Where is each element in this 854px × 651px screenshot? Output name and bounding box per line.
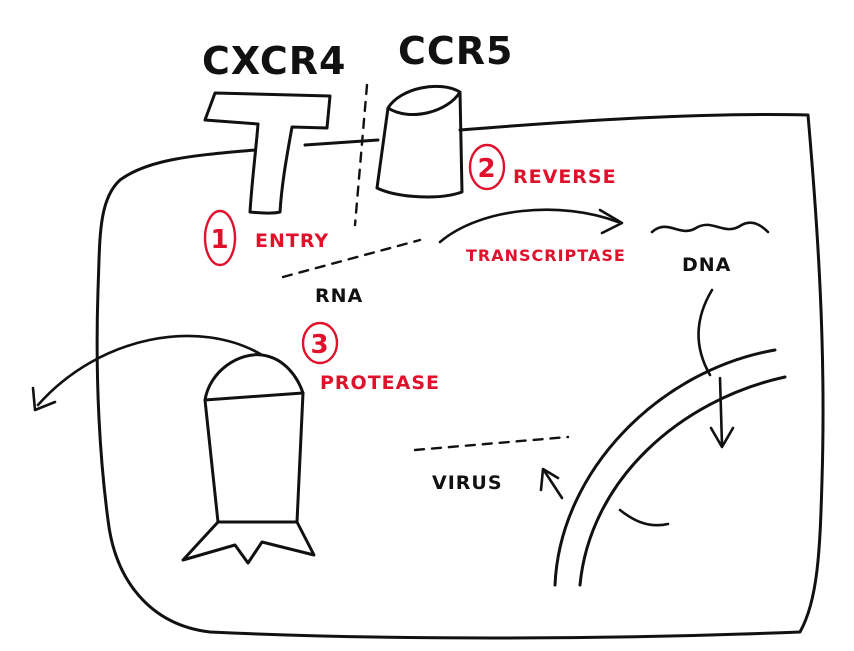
step-2-number: 2: [477, 154, 496, 184]
reverse-transcription-arrowhead: [598, 208, 624, 235]
dna-to-nucleus-line: [697, 288, 714, 377]
virus-label: VIRUS: [432, 472, 503, 494]
step-2-label: REVERSE: [513, 166, 617, 188]
nucleus-outer-membrane: [553, 348, 777, 587]
budding-virus-tail: [181, 520, 316, 565]
dna-strand: [650, 221, 770, 234]
step-1-label: ENTRY: [255, 230, 329, 252]
step-3-label: PROTEASE: [320, 372, 440, 394]
cxcr4-receptor: [203, 91, 332, 215]
virus-assembly-arrow: [543, 470, 564, 500]
budding-virus: [203, 391, 305, 524]
dna-label: DNA: [682, 254, 731, 276]
step-3-circle: [301, 321, 339, 365]
virus-strand: [413, 435, 570, 452]
step-1-number: 1: [210, 225, 229, 255]
nucleus-entry-arrow: [718, 376, 724, 447]
step-2-label-line2: TRANSCRIPTASE: [466, 246, 626, 265]
nucleus-entry-arrowhead: [709, 426, 735, 449]
step-3-number: 3: [310, 330, 329, 360]
cell-membrane-segment: [303, 138, 380, 147]
virus-assembly-arrowhead: [539, 467, 560, 492]
ccr5-label: CCR5: [398, 29, 513, 73]
nucleus-inner-line: [618, 508, 670, 527]
rna-strand: [281, 238, 422, 279]
cell-membrane: [95, 112, 825, 640]
rna-label: RNA: [315, 285, 363, 307]
reverse-transcription-arrow: [438, 208, 620, 244]
cxcr4-label: CXCR4: [202, 39, 346, 83]
nucleus-inner-membrane: [578, 375, 787, 587]
step-1-circle: [203, 209, 237, 267]
ccr5-receptor: [375, 84, 464, 199]
virus-exit-arrowhead: [31, 386, 57, 412]
receptor-separator: [353, 83, 369, 227]
virus-exit-arrow: [36, 334, 264, 407]
step-2-circle: [468, 143, 506, 191]
